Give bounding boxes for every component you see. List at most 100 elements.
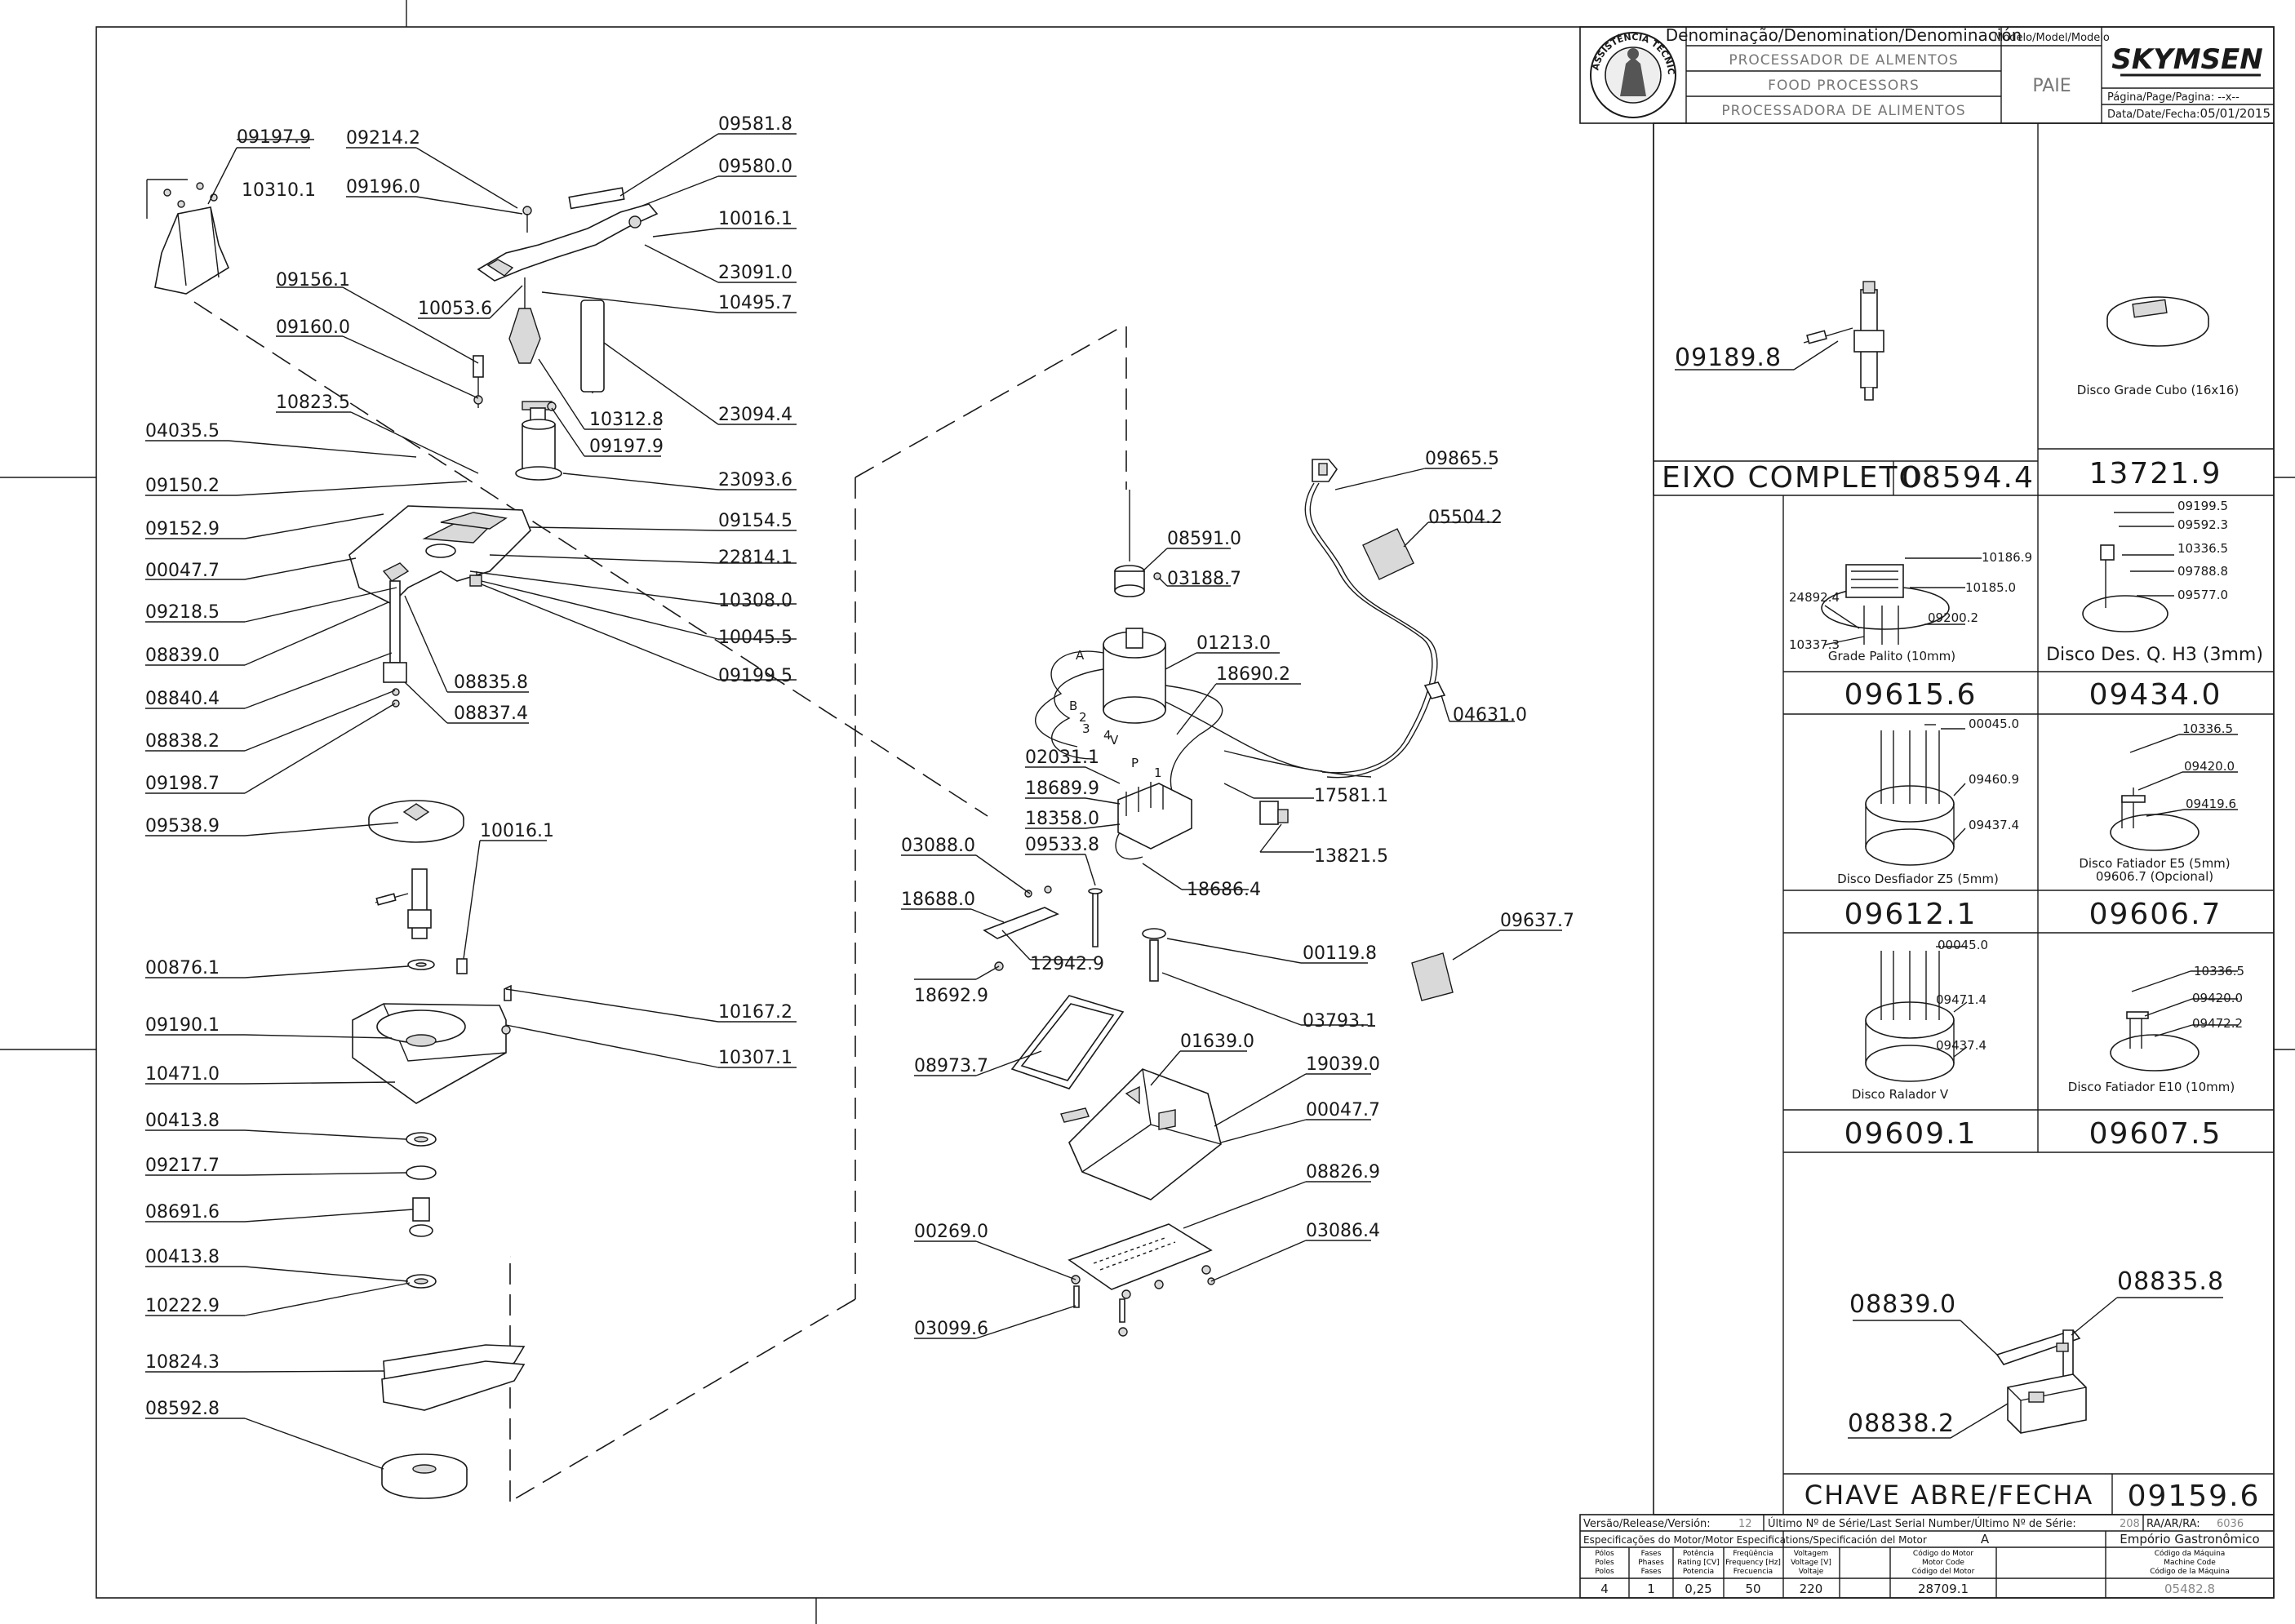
spec-frequency: 50	[1745, 1582, 1760, 1596]
part-labels-top: 09214.2 09196.0 09581.8 09580.0 10016.1 …	[346, 114, 792, 1068]
e10-part-1: 10336.5	[2194, 964, 2244, 978]
label-05504-2: 05504.2	[1428, 508, 1503, 528]
label-18688-0: 18688.0	[901, 890, 975, 910]
svg-text:V: V	[1110, 733, 1119, 748]
spec-header-phases: Fases Phases Fases	[1638, 1550, 1664, 1576]
label-23094-4: 23094.4	[718, 405, 792, 425]
label-18689-9: 18689.9	[1025, 779, 1099, 799]
spec-header-motor-code: Código do Motor Motor Code Código del Mo…	[1912, 1549, 1975, 1576]
e10-disc-drawing	[2110, 970, 2238, 1072]
z5-part-2: 09460.9	[1969, 772, 2019, 787]
label-18358-0: 18358.0	[1025, 809, 1099, 829]
label-08838-2: 08838.2	[145, 731, 220, 752]
lower-assembly-drawing	[352, 800, 526, 1499]
label-09154-5: 09154.5	[718, 511, 792, 531]
z5-disc-drawing	[1865, 724, 1966, 866]
label-01639-0: 01639.0	[1180, 1032, 1254, 1052]
label-10307-1: 10307.1	[718, 1048, 792, 1068]
svg-text:Polos: Polos	[1595, 1568, 1614, 1576]
label-09198-7: 09198.7	[145, 774, 220, 794]
title-header-denomination: Denominação/Denomination/Denominación	[1666, 25, 2022, 45]
label-10824-3: 10824.3	[145, 1352, 220, 1373]
v-caption: Disco Ralador V	[1852, 1087, 1949, 1102]
assembly-separators	[193, 301, 1127, 1502]
label-09538-9: 09538.9	[145, 816, 220, 836]
wire-letters: A B 2 3 4 V P 1	[1069, 648, 1162, 780]
e10-caption: Disco Fatiador E10 (10mm)	[2068, 1080, 2235, 1094]
label-09152-9: 09152.9	[145, 519, 220, 539]
label-10053-6: 10053.6	[418, 299, 492, 319]
label-18690-2: 18690.2	[1216, 664, 1290, 685]
svg-text:Phases: Phases	[1638, 1559, 1664, 1567]
model-code: PAIE	[2032, 76, 2071, 96]
svg-text:1: 1	[1154, 765, 1162, 780]
cube-disc-drawing	[2106, 296, 2209, 347]
e10-part-3: 09472.2	[2192, 1016, 2243, 1031]
label-00119-8: 00119.8	[1303, 943, 1377, 964]
accessory-panel: 09189.8 EIXO COMPLETO 08594.4 Disco Grad…	[1653, 122, 2275, 1515]
label-02031-1: 02031.1	[1025, 748, 1099, 768]
label-09581-8: 09581.8	[718, 114, 792, 135]
label-00047-7-b: 00047.7	[1306, 1100, 1380, 1120]
last-serial-value: 208	[2120, 1518, 2140, 1530]
v-disc-drawing	[1865, 946, 1968, 1082]
label-08592-8: 08592.8	[145, 1399, 220, 1419]
shaft-caption: EIXO COMPLETO	[1662, 461, 1924, 495]
part-labels-motor: 08591.0 03188.7 01213.0 18690.2 02031.1 …	[901, 449, 1574, 1339]
spec-phases: 1	[1647, 1582, 1655, 1596]
label-01213-0: 01213.0	[1196, 633, 1271, 654]
label-09214-2: 09214.2	[346, 128, 420, 149]
h3-part-4: 09788.8	[2177, 564, 2228, 579]
h3-disc-drawing	[2082, 512, 2174, 632]
label-09533-8: 09533.8	[1025, 835, 1099, 855]
label-08839-0: 08839.0	[145, 646, 220, 666]
switch-part-1: 08839.0	[1849, 1290, 1956, 1319]
date-label: Data/Date/Fecha:	[2107, 109, 2200, 121]
ra-value: 6036	[2217, 1518, 2244, 1530]
complete-shaft-drawing	[1803, 281, 1884, 401]
label-00413-8-b: 00413.8	[145, 1247, 220, 1267]
svg-text:A: A	[1076, 648, 1085, 663]
svg-text:Motor Code: Motor Code	[1922, 1559, 1964, 1567]
spec-motor-code: 28709.1	[1918, 1582, 1969, 1596]
switch-caption: CHAVE ABRE/FECHA	[1804, 1480, 2094, 1511]
e5-part-2: 09420.0	[2184, 759, 2235, 774]
label-04035-5: 04035.5	[145, 421, 220, 441]
cube-disc-caption: Disco Grade Cubo (16x16)	[2077, 383, 2239, 397]
svg-text:P: P	[1131, 756, 1139, 770]
label-09580-0: 09580.0	[718, 157, 792, 177]
page-label: Página/Page/Pagina: --x--	[2107, 91, 2240, 104]
h3-caption: Disco Des. Q. H3 (3mm)	[2046, 645, 2263, 665]
spec-voltage: 220	[1800, 1582, 1823, 1596]
h3-part-1: 09199.5	[2177, 499, 2228, 513]
label-08840-4: 08840.4	[145, 689, 220, 709]
e10-code: 09607.5	[2089, 1117, 2222, 1151]
svg-text:Código de la Máquina: Código de la Máquina	[2150, 1567, 2230, 1576]
spec-poles: 4	[1600, 1582, 1609, 1596]
label-18686-4: 18686.4	[1187, 880, 1261, 900]
spec-header-machine-code: Código da Máquina Machine Code Código de…	[2150, 1549, 2230, 1576]
last-serial-label: Último Nº de Série/Last Serial Number/Úl…	[1768, 1517, 2076, 1530]
title-block: ASSISTÊNCIA TÉCNICA AUTORIZADA Denominaç…	[0, 0, 2275, 124]
svg-text:Código da Máquina: Código da Máquina	[2155, 1549, 2226, 1558]
label-09199-5: 09199.5	[718, 666, 792, 686]
label-10045-5: 10045.5	[718, 628, 792, 648]
palito-part-4: 09200.2	[1928, 610, 1978, 625]
palito-caption: Grade Palito (10mm)	[1828, 649, 1955, 663]
switch-part-2: 08835.8	[2117, 1267, 2224, 1296]
spec-header-power: Potência Rating [CV] Potencia	[1677, 1549, 1719, 1576]
svg-text:Voltage [V]: Voltage [V]	[1791, 1559, 1831, 1567]
svg-text:Voltagem: Voltagem	[1794, 1550, 1829, 1558]
e5-part-1: 10336.5	[2182, 721, 2233, 736]
svg-text:3: 3	[1082, 721, 1090, 736]
palito-grid-drawing	[1821, 557, 1982, 646]
shaft-part-number: 09189.8	[1675, 344, 1782, 372]
label-00269-0: 00269.0	[914, 1222, 988, 1242]
svg-text:B: B	[1069, 699, 1077, 713]
svg-text:Pólos: Pólos	[1595, 1549, 1614, 1558]
label-09637-7: 09637.7	[1500, 911, 1574, 931]
label-10016-1-a: 10016.1	[718, 209, 792, 229]
z5-part-1: 00045.0	[1969, 717, 2019, 731]
label-22814-1: 22814.1	[718, 548, 792, 568]
